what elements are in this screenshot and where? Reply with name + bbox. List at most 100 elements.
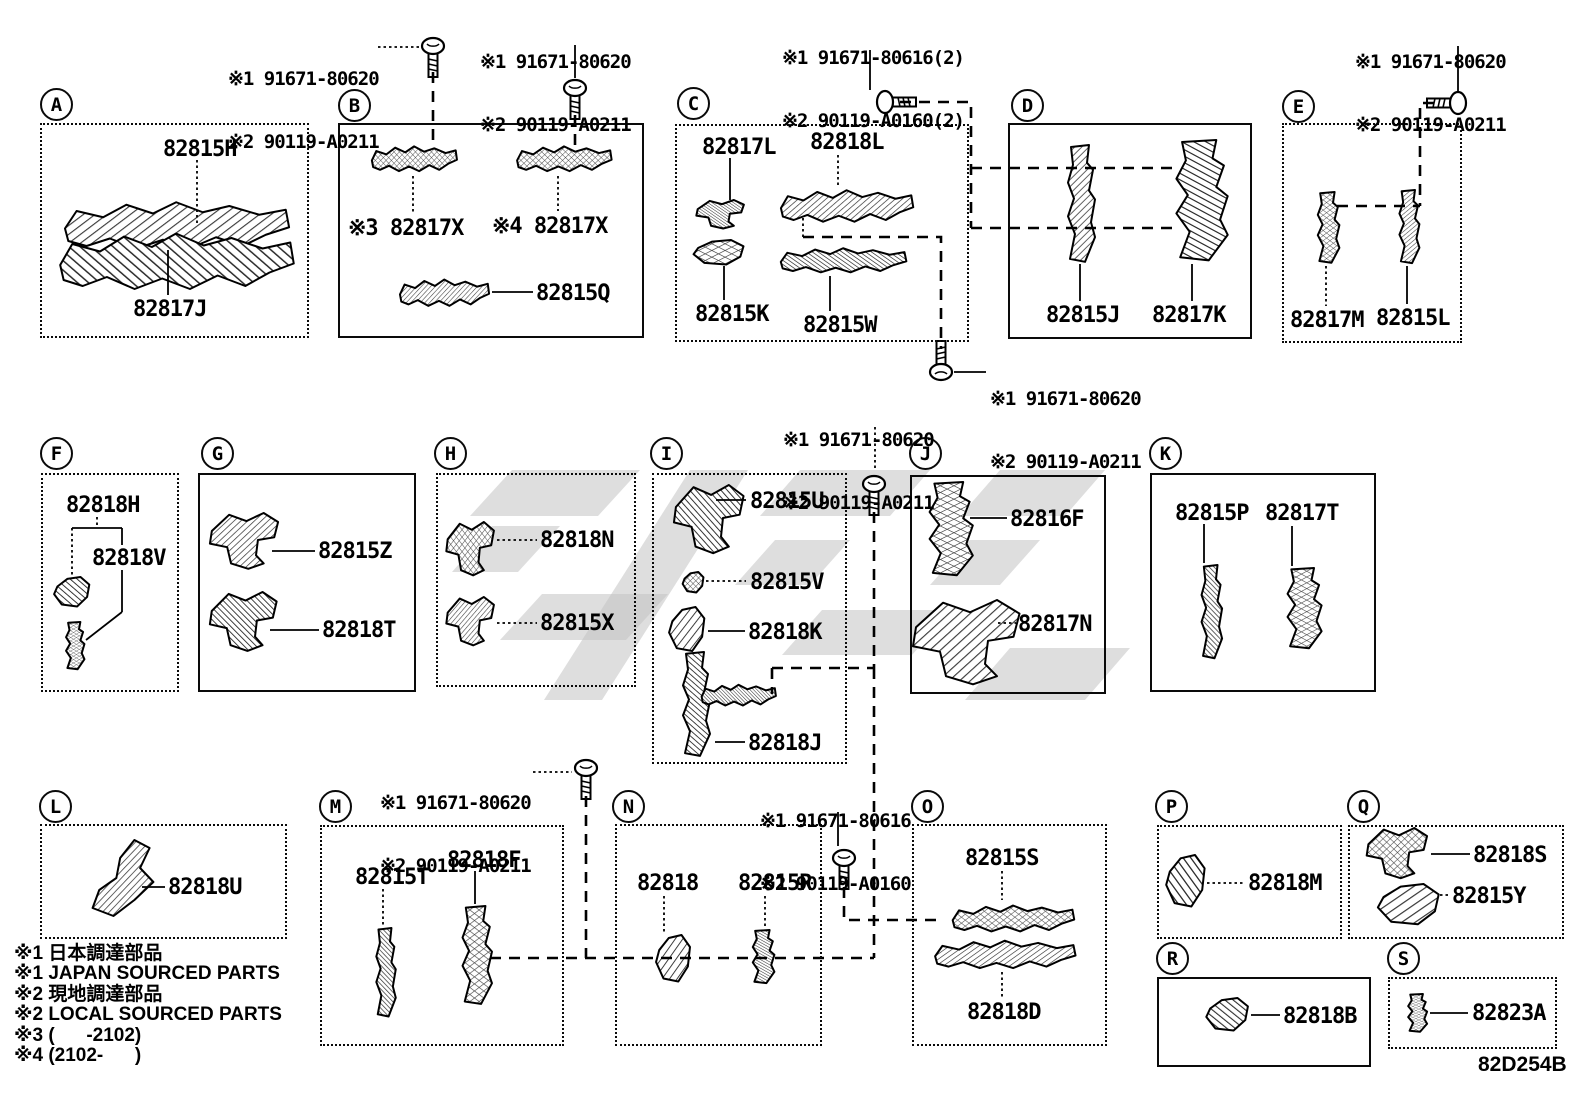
part-label-82815k: 82815K	[695, 302, 769, 327]
section-box-q	[1348, 825, 1564, 939]
part-label-82817j: 82817J	[133, 297, 207, 322]
part-label-82815h: 82815H	[163, 137, 237, 162]
section-marker-d: D	[1011, 89, 1044, 122]
section-box-h	[436, 473, 636, 687]
fastener-callout-4: ※1 91671-80620 ※2 90119-A0211	[1355, 10, 1507, 178]
fastener-callout-line: ※1 91671-80620	[990, 388, 1142, 410]
fastener-callout-line: ※1 91671-80616	[760, 810, 912, 832]
part-label-82818s: 82818S	[1473, 843, 1547, 868]
section-box-n	[615, 824, 822, 1046]
section-marker-g: G	[201, 437, 234, 470]
section-box-m	[320, 825, 564, 1046]
fastener-callout-line: ※2 90119-A0211	[380, 855, 532, 877]
part-label-82815v: 82815V	[750, 570, 824, 595]
part-label-82817m: 82817M	[1290, 308, 1364, 333]
section-marker-c: C	[677, 87, 710, 120]
part-label-82815w: 82815W	[803, 313, 877, 338]
part-label-82818h: 82818H	[66, 493, 140, 518]
dashed-connector-lines	[431, 72, 1434, 960]
section-marker-s: S	[1387, 942, 1420, 975]
part-label-82815x: 82815X	[540, 611, 614, 636]
part-leader-lines	[71, 155, 1470, 1016]
part-label-82815p: 82815P	[1175, 501, 1249, 526]
section-box-d	[1008, 123, 1252, 339]
legend-line-japan-en: ※1 JAPAN SOURCED PARTS	[14, 963, 280, 984]
diagram-code: 82D254B	[1478, 1053, 1567, 1076]
section-marker-h: H	[434, 437, 467, 470]
part-label-82817x-3: ※3 82817X	[348, 216, 464, 241]
part-label-82823a: 82823A	[1472, 1001, 1546, 1026]
section-box-c	[675, 124, 969, 342]
part-label-82818j: 82818J	[748, 731, 822, 756]
part-label-82818f: 82818F	[447, 848, 521, 873]
section-marker-k: K	[1149, 437, 1182, 470]
section-marker-m: M	[319, 790, 352, 823]
section-box-j	[910, 475, 1106, 694]
section-marker-f: F	[40, 437, 73, 470]
part-label-82817t: 82817T	[1265, 501, 1339, 526]
part-label-82815y: 82815Y	[1452, 884, 1526, 909]
section-box-b	[338, 123, 644, 338]
section-marker-i: I	[650, 437, 683, 470]
fastener-callout-line: ※1 91671-80620	[783, 429, 935, 451]
section-marker-n: N	[612, 790, 645, 823]
fastener-callout-line: ※1 91671-80620	[1355, 51, 1507, 73]
section-box-r	[1157, 977, 1371, 1067]
part-label-82818v: 82818V	[92, 546, 166, 571]
part-label-82818t: 82818T	[322, 618, 396, 643]
fastener-callout-line: ※2 90119-A0211	[783, 492, 935, 514]
section-box-f	[41, 473, 179, 692]
fastener-callout-5: ※1 91671-80620 ※2 90119-A0211	[990, 347, 1142, 515]
part-label-82818n: 82818N	[540, 528, 614, 553]
section-marker-p: P	[1155, 790, 1188, 823]
fastener-callout-line: ※2 90119-A0211	[480, 114, 632, 136]
fastener-callout-7: ※1 91671-80620 ※2 90119-A0211	[380, 751, 532, 919]
section-marker-o: O	[911, 790, 944, 823]
section-marker-e: E	[1282, 90, 1315, 123]
fastener-callout-line: ※1 91671-80620	[228, 68, 380, 90]
part-label-82816f: 82816F	[1010, 507, 1084, 532]
legend-line-note4: ※4 (2102- )	[14, 1045, 142, 1066]
section-marker-r: R	[1156, 942, 1189, 975]
part-label-82818u: 82818U	[168, 875, 242, 900]
legend-line-local-en: ※2 LOCAL SOURCED PARTS	[14, 1004, 282, 1025]
part-label-82817n: 82817N	[1018, 612, 1092, 637]
part-label-82815u: 82815U	[750, 489, 824, 514]
part-label-82817x-4: ※4 82817X	[492, 214, 608, 239]
section-box-a	[40, 123, 309, 338]
section-box-i	[652, 473, 847, 764]
fastener-callout-line: ※1 91671-80616(2)	[782, 47, 965, 69]
part-label-82818: 82818	[637, 871, 699, 896]
section-box-k	[1150, 473, 1376, 692]
fastener-callout-line: ※2 90119-A0160(2)	[782, 110, 965, 132]
part-label-82817k: 82817K	[1152, 303, 1226, 328]
fastener-callout-2: ※1 91671-80620 ※2 90119-A0211	[480, 10, 632, 178]
part-label-82815q: 82815Q	[536, 281, 610, 306]
section-marker-q: Q	[1347, 790, 1380, 823]
part-label-82815s: 82815S	[965, 846, 1039, 871]
section-box-o	[912, 824, 1107, 1046]
fastener-callout-line: ※1 91671-80620	[380, 792, 532, 814]
section-marker-a: A	[40, 88, 73, 121]
screw-icon	[573, 758, 599, 801]
part-label-82818d: 82818D	[967, 1000, 1041, 1025]
section-box-e	[1282, 123, 1462, 343]
legend-line-japan-jp: ※1 日本調達部品	[14, 943, 163, 964]
part-label-82815r: 82815R	[738, 871, 812, 896]
part-label-82818b: 82818B	[1283, 1004, 1357, 1029]
callout-leader-lines	[378, 45, 1459, 846]
part-label-82815z: 82815Z	[318, 539, 392, 564]
part-label-82815j: 82815J	[1046, 303, 1120, 328]
fastener-callout-6: ※1 91671-80620 ※2 90119-A0211	[783, 388, 935, 556]
screw-icon	[420, 36, 446, 79]
section-box-s	[1388, 977, 1557, 1049]
legend-line-note3: ※3 ( -2102)	[14, 1025, 142, 1046]
section-box-g	[198, 473, 416, 692]
fastener-callout-line: ※1 91671-80620	[480, 51, 632, 73]
part-label-82817l: 82817L	[702, 135, 776, 160]
fastener-callout-3: ※1 91671-80616(2) ※2 90119-A0160(2)	[782, 6, 965, 174]
section-marker-b: B	[338, 89, 371, 122]
part-label-82818k: 82818K	[748, 620, 822, 645]
